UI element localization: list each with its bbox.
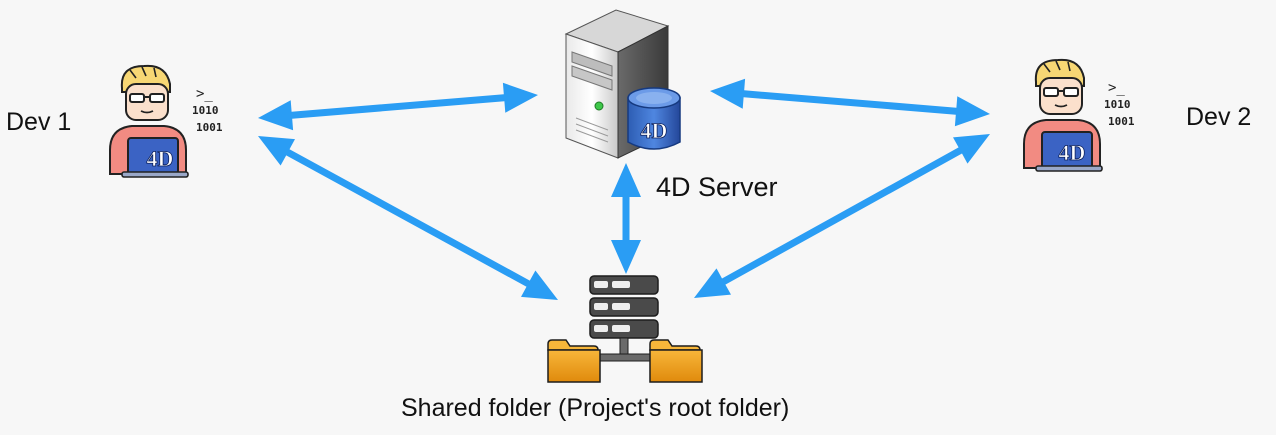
database-icon xyxy=(627,87,681,150)
developer-2-terminal-glyph: >_ xyxy=(1108,80,1125,96)
arrow-server-dev2 xyxy=(710,78,990,127)
developer-1-terminal-glyph: >_ xyxy=(196,86,213,102)
developer-1-badge: 4D xyxy=(147,146,174,171)
developer-2-label: Dev 2 xyxy=(1186,103,1252,131)
developer-1-binary-line-1: 1010 xyxy=(192,104,219,117)
developer-2-binary-line-1: 1010 xyxy=(1104,98,1131,111)
developer-1-icon xyxy=(109,64,189,178)
developer-1-label: Dev 1 xyxy=(6,108,72,136)
arrows-layer xyxy=(258,78,990,300)
shared-folder-label: Shared folder (Project's root folder) xyxy=(401,394,790,422)
developer-1-binary-line-2: 1001 xyxy=(196,121,223,134)
server-label: 4D Server xyxy=(656,172,778,202)
server-badge: 4D xyxy=(641,118,668,143)
arrow-dev2-shared xyxy=(694,134,990,298)
shared-folder-network-icon xyxy=(547,275,703,383)
arrow-server-shared xyxy=(611,163,641,274)
developer-2-binary-line-2: 1001 xyxy=(1108,115,1135,128)
developer-2-icon xyxy=(1023,58,1103,172)
arrow-dev1-server xyxy=(258,82,538,131)
arrow-dev1-shared xyxy=(258,136,558,300)
developer-2-badge: 4D xyxy=(1059,140,1086,165)
